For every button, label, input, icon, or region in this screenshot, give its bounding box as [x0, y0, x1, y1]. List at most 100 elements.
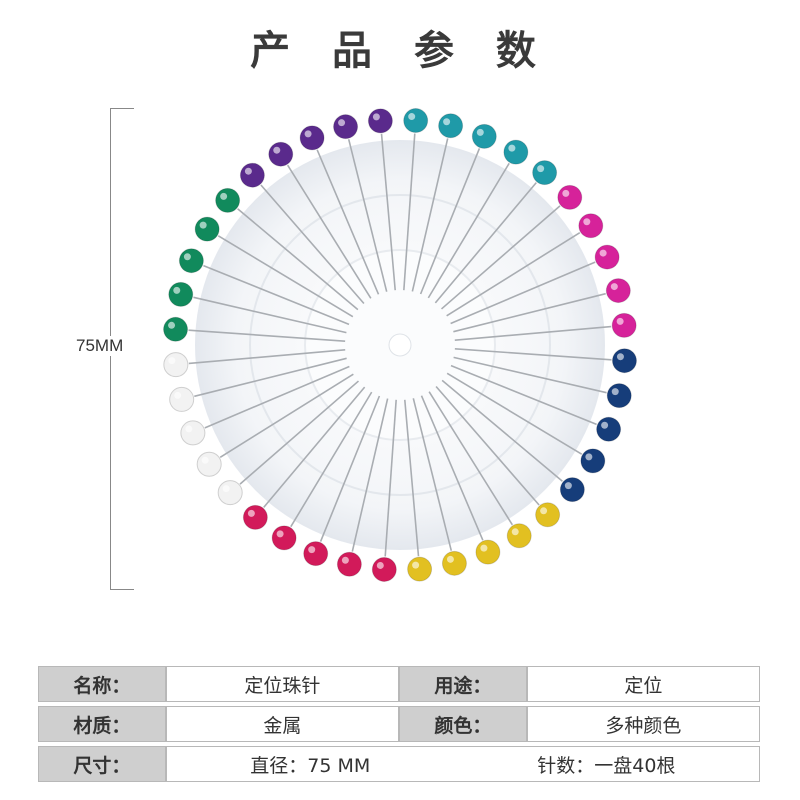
pin-head-shine: [183, 253, 191, 261]
pin-head: [596, 416, 622, 442]
pin-head-shine: [562, 189, 570, 197]
dimension-label: 75MM: [76, 336, 146, 356]
pin-shaft: [427, 162, 510, 299]
pin-shaft: [239, 380, 360, 485]
spec-table: 名称： 定位珠针 用途： 定位 材质： 金属 颜色： 多种颜色 尺寸： 直径：7…: [38, 662, 760, 786]
pin-head: [333, 114, 359, 140]
pin-head-shine: [611, 388, 619, 396]
pin-head: [180, 420, 206, 446]
page-title: 产 品 参 数: [250, 28, 550, 74]
pin-shaft: [440, 205, 561, 310]
spec-row: 名称： 定位珠针 用途： 定位: [38, 666, 760, 702]
pin-head: [606, 383, 632, 409]
pin-head-shine: [185, 425, 193, 433]
pin-head: [580, 448, 606, 474]
color-label: 颜色：: [398, 706, 527, 742]
pin-shaft: [446, 231, 581, 317]
pin-shaft: [420, 395, 484, 541]
pin-shaft: [193, 296, 347, 334]
pin-shaft: [219, 373, 354, 459]
pin-shaft: [450, 261, 596, 325]
pin-head: [471, 123, 497, 149]
pin-shaft: [204, 365, 350, 429]
color-value: 多种颜色: [526, 706, 760, 742]
pin-head-shine: [585, 453, 593, 461]
wheel-ring: [249, 194, 551, 496]
pin-shaft: [316, 149, 380, 295]
pin-head: [503, 139, 529, 165]
pin-head-shine: [222, 485, 230, 493]
pin-shaft: [419, 148, 481, 295]
pin-head-shine: [601, 421, 609, 429]
pin-head-shine: [476, 128, 484, 136]
pin-head: [194, 216, 220, 242]
pin-head-shine: [220, 192, 228, 200]
pin-head: [441, 550, 467, 576]
pin-head: [438, 113, 464, 139]
pin-head: [559, 477, 585, 503]
pin-head-shine: [616, 353, 624, 361]
pin-head-shine: [168, 321, 176, 329]
pin-head: [196, 451, 222, 477]
material-value: 金属: [165, 706, 399, 742]
pin-head: [475, 539, 501, 565]
pin-head: [594, 244, 620, 270]
pin-head: [611, 312, 637, 338]
count-value: 针数：一盘40根: [537, 754, 676, 777]
pin-shaft: [351, 398, 389, 552]
pin-head-shine: [168, 357, 176, 365]
pin-shaft: [453, 356, 607, 394]
use-label: 用途：: [398, 666, 527, 702]
use-value: 定位: [526, 666, 760, 702]
pin-shaft: [188, 329, 346, 342]
material-label: 材质：: [38, 706, 166, 742]
pin-head: [163, 352, 189, 378]
pin-head-shine: [173, 286, 181, 294]
pin-head: [605, 278, 631, 304]
pin-head-shine: [511, 528, 519, 536]
pin-head-shine: [446, 555, 454, 563]
pin-head: [578, 213, 604, 239]
pin-shaft: [290, 391, 373, 528]
pin-shaft: [454, 348, 612, 361]
pin-head: [169, 386, 195, 412]
pin-shaft: [237, 208, 359, 311]
pin-head: [271, 525, 297, 551]
pin-head: [178, 248, 204, 274]
pin-head-shine: [610, 283, 618, 291]
pin-shaft: [194, 357, 347, 398]
pin-head: [407, 556, 433, 582]
pin-head-shine: [408, 113, 416, 121]
pin-shaft: [384, 399, 397, 557]
pin-shaft: [446, 372, 583, 455]
pin-head-shine: [616, 317, 624, 325]
pin-head-shine: [599, 249, 607, 257]
pin-shaft: [412, 398, 453, 551]
pin-head: [268, 141, 294, 167]
pin-head: [299, 125, 325, 151]
pin-head: [611, 348, 637, 374]
pin-head-shine: [372, 113, 380, 121]
pin-shaft: [403, 399, 420, 557]
pin-shaft: [435, 385, 540, 506]
pin-head: [303, 541, 329, 567]
pin-head: [215, 187, 241, 213]
pin-head-shine: [244, 167, 252, 175]
pin-head-shine: [583, 218, 591, 226]
pin-head-shine: [412, 561, 420, 569]
pin-shaft: [319, 395, 381, 542]
pin-head: [217, 480, 243, 506]
size-label: 尺寸：: [38, 746, 166, 782]
pin-shaft: [441, 379, 563, 482]
pin-head-shine: [276, 530, 284, 538]
pin-shaft: [217, 235, 354, 318]
pin-shaft: [347, 139, 388, 292]
pin-head-shine: [201, 456, 209, 464]
name-label: 名称：: [38, 666, 166, 702]
spec-row: 尺寸： 直径：75 MM 针数：一盘40根: [38, 746, 760, 782]
pin-head: [239, 162, 265, 188]
pin-shaft: [263, 386, 366, 508]
pin-head-shine: [174, 391, 182, 399]
pin-head: [242, 504, 268, 530]
pin-head: [168, 281, 194, 307]
